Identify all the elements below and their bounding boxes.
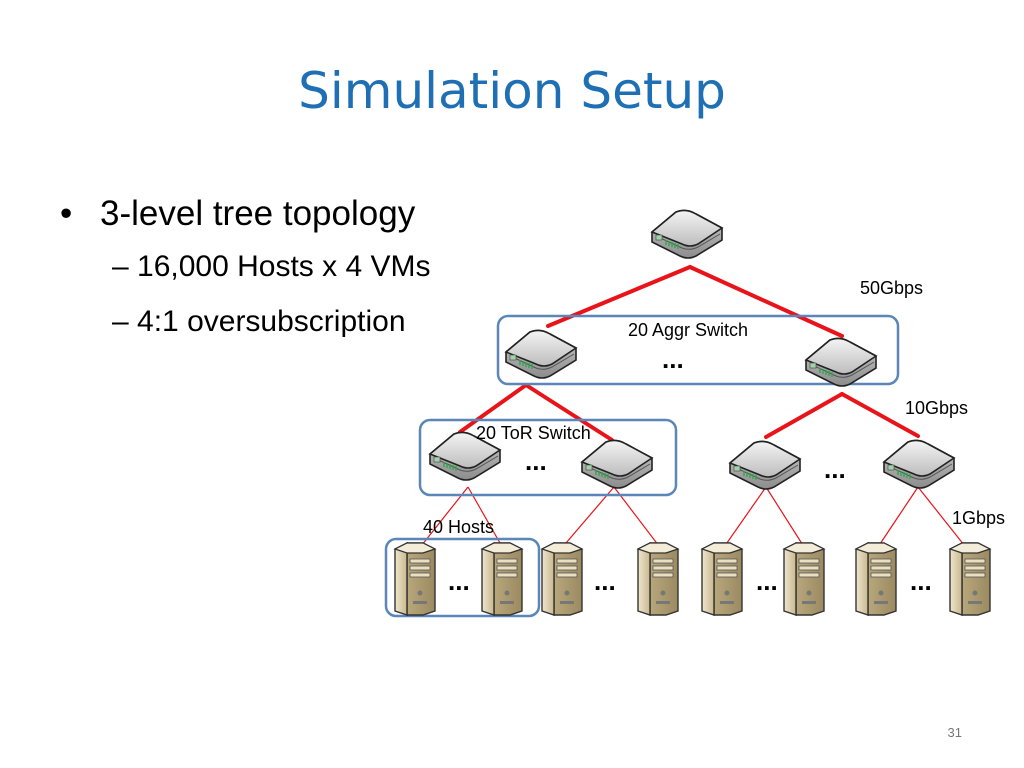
bullet-level2: – 4:1 oversubscription	[60, 296, 431, 348]
server-tower-icon	[783, 542, 825, 616]
ellipsis: ...	[525, 446, 547, 476]
aggr-group-label: 20 Aggr Switch	[628, 320, 748, 340]
page-title: Simulation Setup	[298, 62, 726, 120]
host-group-label: 40 Hosts	[423, 517, 494, 537]
link-line	[765, 486, 807, 551]
host-links	[417, 486, 969, 551]
host-link-speed-label: 1Gbps	[952, 508, 1005, 528]
core-switch-icon	[651, 209, 723, 259]
server-tower-icon	[637, 542, 679, 616]
ellipsis: ...	[448, 566, 470, 596]
link-line	[917, 486, 969, 551]
bullet-level1: • 3-level tree topology	[60, 190, 431, 238]
aggr-switch-icon	[505, 329, 577, 379]
tor-switch-icon	[581, 439, 653, 489]
tor-group-box	[418, 418, 678, 497]
server-tower-icon	[394, 542, 436, 616]
link-line	[840, 392, 920, 438]
link-line	[524, 383, 614, 442]
server-tower-icon	[701, 542, 743, 616]
bullet-marker: –	[112, 250, 129, 283]
page-number: 31	[947, 725, 962, 740]
server-tower-icon	[541, 542, 583, 616]
server-tower-icon	[855, 542, 897, 616]
ellipsis: ...	[756, 566, 778, 596]
link-line	[613, 486, 663, 551]
link-line	[458, 383, 528, 434]
bullet-text: 16,000 Hosts x 4 VMs	[137, 250, 431, 283]
link-line	[764, 392, 844, 439]
bullet-text: 3-level tree topology	[100, 194, 416, 233]
tor-switch-icon	[729, 440, 801, 490]
link-line	[559, 486, 615, 551]
aggr-switch-icon	[805, 337, 877, 387]
ellipsis: ...	[662, 344, 684, 374]
server-tower-icon	[481, 542, 523, 616]
ellipsis: ...	[824, 454, 846, 484]
ellipsis: ...	[910, 566, 932, 596]
aggr-group-box	[496, 314, 900, 386]
link-line	[875, 486, 919, 551]
tor-group-label: 20 ToR Switch	[476, 423, 591, 443]
bullet-marker: –	[112, 305, 129, 338]
bullet-text: 4:1 oversubscription	[137, 305, 406, 338]
bullet-marker: •	[60, 194, 73, 233]
bullet-list: • 3-level tree topology – 16,000 Hosts x…	[60, 190, 431, 348]
server-tower-icon	[949, 542, 991, 616]
bullet-level2: – 16,000 Hosts x 4 VMs	[60, 238, 431, 296]
link-line	[721, 486, 767, 551]
tor-switch-icon	[883, 439, 955, 489]
link-line	[688, 265, 844, 338]
core-link-speed-label: 50Gbps	[860, 278, 923, 298]
host-group-box	[384, 537, 541, 618]
ellipsis: ...	[594, 566, 616, 596]
trunk-links	[458, 265, 920, 442]
aggr-link-speed-label: 10Gbps	[905, 398, 968, 418]
